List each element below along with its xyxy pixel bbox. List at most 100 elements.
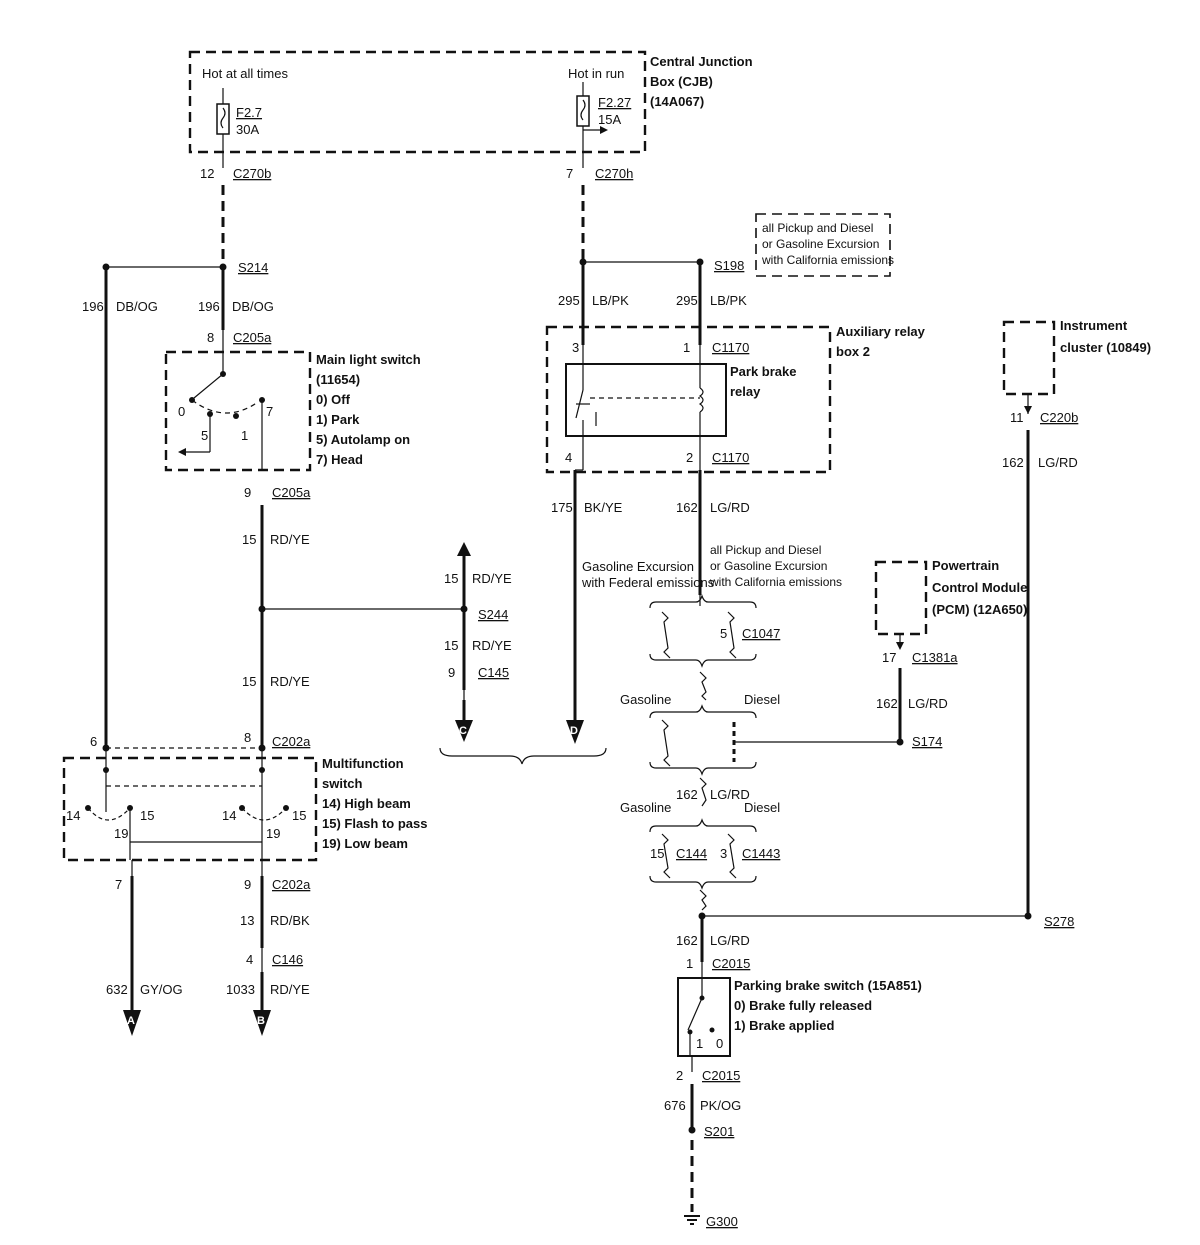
pb-pos-0: 0 (716, 1036, 723, 1051)
instrument-cluster: Instrument cluster (10849) 11 C220b 162 … (1002, 318, 1151, 929)
c1170-pin-4: 4 (565, 450, 572, 465)
w15d-color: RD/YE (472, 638, 512, 653)
mf-left-19: 19 (114, 826, 128, 841)
w196-mid-num: 196 (198, 299, 220, 314)
california-note-line3: with California emissions (709, 575, 842, 589)
c1170-pin-1: 1 (683, 340, 690, 355)
hot-at-all-times-label: Hot at all times (202, 66, 288, 81)
w13-color: RD/BK (270, 913, 310, 928)
main-switch-title: Main light switch (316, 352, 421, 367)
pcm-title-3: (PCM) (12A650) (932, 602, 1027, 617)
w162c-num: 162 (676, 787, 698, 802)
circuit-295: 7 C270h S198 295 LB/PK 295 LB/PK (558, 152, 747, 345)
fuse1-id: F2.7 (236, 105, 262, 120)
aux-relay-title-2: box 2 (836, 344, 870, 359)
c1170-bottom-label: C1170 (712, 450, 749, 465)
w162b-color: LG/RD (908, 696, 948, 711)
w162a-num: 162 (676, 500, 698, 515)
s278-label: S278 (1044, 914, 1074, 929)
c2015-bottom-pin: 2 (676, 1068, 683, 1083)
w162d-num: 162 (1002, 455, 1024, 470)
fuse2-rating: 15A (598, 112, 621, 127)
switch-pos-7: 7 (266, 404, 273, 419)
pcm: Powertrain Control Module (PCM) (12A650)… (874, 558, 1027, 749)
w1033-num: 1033 (226, 982, 255, 997)
arrow-b-label: B (257, 1015, 265, 1027)
instrument-title-1: Instrument (1060, 318, 1128, 333)
s244-label: S244 (478, 607, 508, 622)
note-box-line1: all Pickup and Diesel (762, 221, 873, 235)
w196-left-num: 196 (82, 299, 104, 314)
cjb-part-number: (14A067) (650, 94, 704, 109)
main-switch-part: (11654) (316, 372, 360, 387)
pb-pos-1: 1 (696, 1036, 703, 1051)
c202a-right-pin: 8 (244, 730, 251, 745)
mf-flash-to-pass: 15) Flash to pass (322, 816, 427, 831)
c205a-top-pin: 8 (207, 330, 214, 345)
brace-c-d (439, 747, 607, 765)
parking-switch-title: Parking brake switch (15A851) (734, 978, 922, 993)
instrument-title-2: cluster (10849) (1060, 340, 1151, 355)
c145-pin: 9 (448, 665, 455, 680)
w196-mid-color: DB/OG (232, 299, 274, 314)
c1170-pin-3: 3 (572, 340, 579, 355)
c220b-pin: 11 (1010, 410, 1024, 425)
c202a-bottom-right-pin: 9 (244, 877, 251, 892)
arrow-d-label: D (570, 725, 578, 737)
w15a-color: RD/YE (270, 532, 310, 547)
w632-color: GY/OG (140, 982, 183, 997)
w632-num: 632 (106, 982, 128, 997)
c1170-pin-2: 2 (686, 450, 693, 465)
w162e-color: LG/RD (710, 933, 750, 948)
federal-note-line2: with Federal emissions (581, 575, 715, 590)
note-box-line2: or Gasoline Excursion (762, 237, 879, 251)
w15c-num: 15 (444, 571, 458, 586)
fuse2-id: F2.27 (598, 95, 631, 110)
c205a-bottom-pin: 9 (244, 485, 251, 500)
circuit-162: 162 LG/RD all Pickup and Diesel or Gasol… (620, 470, 1028, 971)
diesel-label-1: Diesel (744, 692, 780, 707)
cjb-label: Central Junction (650, 54, 753, 69)
park-relay-title-2: relay (730, 384, 761, 399)
c202a-left-pin: 6 (90, 734, 97, 749)
mf-high-beam: 14) High beam (322, 796, 411, 811)
main-switch-head: 7) Head (316, 452, 363, 467)
central-junction-box: Central Junction Box (CJB) (14A067) Hot … (188, 50, 753, 154)
fuse-f2-7: F2.7 30A (216, 88, 262, 152)
w676-num: 676 (664, 1098, 686, 1113)
gasoline-label-2: Gasoline (620, 800, 671, 815)
c202a-bottom-left-pin: 7 (115, 877, 122, 892)
hot-in-run-label: Hot in run (568, 66, 624, 81)
outputs-a-b: 7 9 C202a 13 RD/BK 4 C146 632 GY/OG 1033… (106, 860, 311, 1036)
cjb-label-2: Box (CJB) (650, 74, 713, 89)
parking-switch-released: 0) Brake fully released (734, 998, 872, 1013)
main-switch-park: 1) Park (316, 412, 360, 427)
w175-color: BK/YE (584, 500, 623, 515)
c202a-bottom-label: C202a (272, 877, 311, 892)
diesel-label-2: Diesel (744, 800, 780, 815)
w15d-num: 15 (444, 638, 458, 653)
mf-right-15: 15 (292, 808, 306, 823)
c2015-top-label: C2015 (712, 956, 750, 971)
c1443-pin: 3 (720, 846, 727, 861)
c145-label: C145 (478, 665, 509, 680)
multifunction-switch: 14 15 19 14 15 19 Multifunction switch 1… (62, 744, 427, 862)
switch-pos-1: 1 (241, 428, 248, 443)
w295-left-num: 295 (558, 293, 580, 308)
c146-pin: 4 (246, 952, 253, 967)
main-light-switch: 0 5 1 7 Main light switch (11654) 0) Off… (164, 350, 421, 472)
w13-num: 13 (240, 913, 254, 928)
federal-note-line1: Gasoline Excursion (582, 559, 694, 574)
ground-symbol (684, 1215, 700, 1225)
switch-pos-0: 0 (178, 404, 185, 419)
w15b-num: 15 (242, 674, 256, 689)
c270h-pin: 7 (566, 166, 573, 181)
pcm-title-2: Control Module (932, 580, 1027, 595)
mf-title-2: switch (322, 776, 363, 791)
mf-right-19: 19 (266, 826, 280, 841)
c205a-bottom-label: C205a (272, 485, 311, 500)
fuse-f2-27: F2.27 15A (576, 82, 631, 152)
w295-right-num: 295 (676, 293, 698, 308)
s201-label: S201 (704, 1124, 734, 1139)
